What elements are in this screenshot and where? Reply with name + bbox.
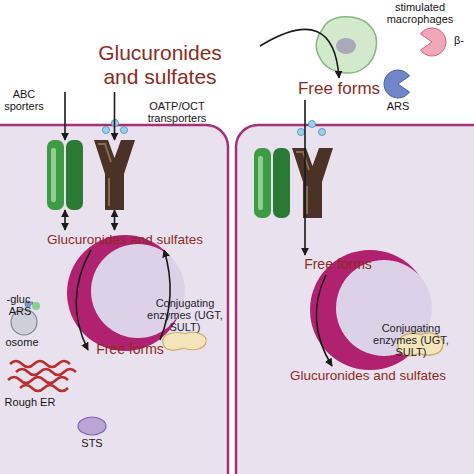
rough-er — [10, 361, 70, 367]
term-node: Glucuronides and sulfates — [282, 366, 454, 386]
enzyme-symbol — [384, 70, 409, 98]
abc-transporter-shape — [45, 140, 85, 210]
abc-transporter-part — [51, 148, 56, 202]
abc-transporter-part — [66, 140, 83, 210]
bubble — [309, 121, 316, 128]
term-text: Glucuronides and sulfates — [39, 230, 211, 250]
callout-label: osome — [0, 336, 44, 348]
oatp-transporter — [292, 148, 333, 218]
bubble — [298, 129, 305, 136]
rough-er — [20, 385, 68, 391]
term-node: Free forms — [293, 78, 385, 100]
term-node: Glucuronides and sulfates — [60, 38, 260, 92]
enzyme-shape — [159, 330, 209, 352]
term-text: Free forms — [293, 78, 385, 100]
callout-label: -gluc, ARS — [0, 293, 40, 318]
oatp-transporter — [296, 152, 309, 214]
abc-transporter: ABC sporters — [45, 140, 85, 210]
flow-arrow — [304, 100, 306, 255]
abc-transporter — [258, 156, 263, 210]
flow-arrow — [114, 92, 116, 140]
oatp-transporter-shape — [92, 140, 137, 210]
term-text: Free forms — [88, 340, 172, 360]
rough-er — [16, 369, 76, 375]
abc-transporter — [273, 148, 290, 218]
enzyme-label: Conjugating enzymes (UGT, SULT) — [372, 318, 450, 362]
flow-arrow — [64, 92, 66, 140]
cell-membrane — [236, 125, 474, 474]
abc-transporter — [254, 148, 271, 218]
callout-label: ARS — [380, 100, 416, 112]
oatp-transporter: OATP/OCT transporters — [92, 140, 137, 210]
abc-transporter-part — [47, 140, 64, 210]
macrophage-cell — [316, 17, 376, 73]
flow-arrow — [260, 29, 339, 78]
bubble — [121, 127, 128, 134]
sts-enzyme — [78, 417, 106, 435]
enzyme-blob — [163, 332, 206, 350]
bubble — [103, 127, 110, 134]
enzyme-node: Conjugating enzymes (UGT, SULT) — [372, 318, 450, 362]
flow-arrow — [114, 210, 116, 230]
flow-arrow — [64, 210, 66, 230]
enzyme-symbol — [421, 28, 446, 56]
oatp-transporter-part — [94, 140, 135, 210]
transporter-label: ABC sporters — [1, 88, 47, 113]
macrophage-nucleus — [336, 38, 356, 54]
callout-label: Rough ER — [0, 396, 60, 408]
transporter-label: OATP/OCT transporters — [138, 100, 216, 125]
callout-label: stimulated macrophages — [378, 1, 462, 26]
bubble — [319, 129, 326, 136]
enzyme-node: Conjugating enzymes (UGT, SULT) — [145, 296, 225, 354]
term-node: Free forms — [88, 340, 172, 360]
term-text: Glucuronides and sulfates — [282, 366, 454, 386]
term-text: Glucuronides and sulfates — [80, 38, 240, 92]
oatp-transporter-part — [98, 144, 111, 206]
callout-label: STS — [76, 437, 108, 449]
enzyme-label: Conjugating enzymes (UGT, SULT) — [145, 296, 225, 334]
flow-arrow — [160, 250, 170, 340]
term-text: Free forms — [296, 255, 380, 275]
callout-label: β- — [447, 34, 471, 46]
rough-er — [8, 377, 68, 383]
term-node: Glucuronides and sulfates — [39, 230, 211, 250]
flow-arrow — [76, 250, 91, 350]
term-node: Free forms — [296, 255, 380, 275]
flow-arrow — [316, 275, 332, 366]
cell-membrane — [0, 125, 228, 474]
